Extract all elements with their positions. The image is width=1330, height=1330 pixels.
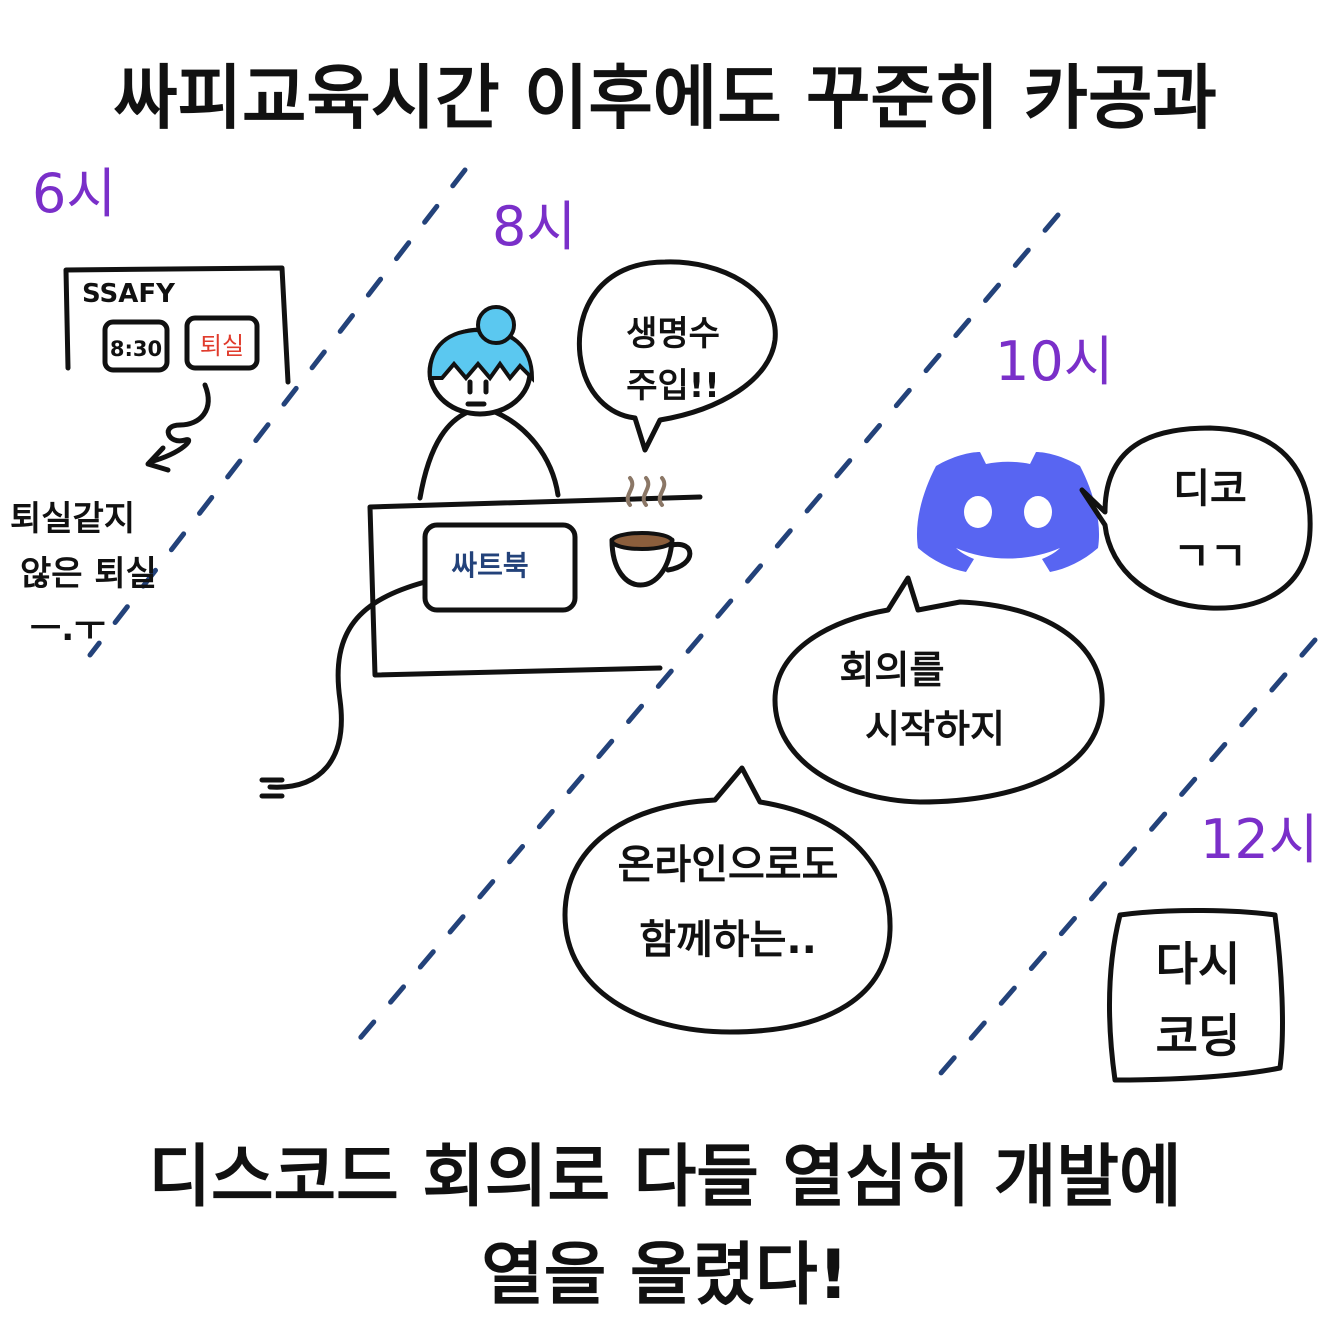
caption-line-2: 열을 올렸다! [481, 1236, 849, 1315]
meeting-bubble-line-2: 시작하지 [865, 707, 1005, 751]
student-character [417, 305, 561, 501]
desk [367, 494, 703, 678]
ssafy-leave-box [184, 315, 260, 371]
character-hair-bun [476, 305, 516, 345]
time-label-8: 8시 [492, 195, 576, 258]
leave-note-line-3: ㅡ.ㅜ [30, 609, 105, 649]
coffee-bubble-line-1: 생명수 [626, 314, 720, 354]
laptop: 싸트북 [259, 522, 578, 799]
discord-icon [916, 452, 1100, 572]
ssafy-board: SSAFY 8:30 퇴실 [63, 265, 291, 385]
arrow-icon [145, 382, 211, 473]
online-speech-bubble: 온라인으로도 함께하는.. [562, 765, 893, 1035]
discord-bubble-line-2: ㄱㄱ [1173, 534, 1247, 580]
laptop-label: 싸트북 [451, 549, 528, 582]
time-divider-1 [87, 167, 468, 658]
leave-note-line-2: 않은 퇴실 [20, 554, 157, 594]
recode-line-1: 다시 [1156, 937, 1241, 991]
ssafy-label: SSAFY [82, 279, 176, 309]
meeting-bubble-line-1: 회의를 [840, 648, 945, 692]
caption-line-1: 디스코드 회의로 다들 열심히 개발에 [148, 1138, 1181, 1217]
meeting-speech-bubble: 회의를 시작하지 [772, 575, 1105, 805]
online-bubble-line-1: 온라인으로도 [618, 842, 839, 888]
time-divider-2 [347, 212, 1061, 1053]
recode-line-2: 코딩 [1156, 1009, 1241, 1063]
coffee-cup-icon [609, 476, 693, 588]
ssafy-leave: 퇴실 [200, 332, 244, 360]
ssafy-time-box [102, 319, 170, 373]
time-divider-3 [932, 637, 1318, 1083]
discord-bubble-line-1: 디코 [1173, 466, 1247, 512]
coffee-speech-bubble: 생명수 주입!! [576, 259, 778, 453]
time-label-6: 6시 [32, 162, 116, 225]
online-bubble-line-2: 함께하는.. [639, 917, 817, 963]
discord-speech-bubble: 디코 ㄱㄱ [1079, 425, 1313, 611]
leave-note: 퇴실같지 않은 퇴실 ㅡ.ㅜ [10, 499, 157, 649]
coffee-bubble-line-2: 주입!! [626, 366, 720, 406]
time-label-12: 12시 [1200, 808, 1318, 871]
recode-note: 다시 코딩 [1107, 907, 1285, 1083]
time-label-10: 10시 [995, 330, 1113, 393]
ssafy-time: 8:30 [110, 337, 162, 361]
leave-note-line-1: 퇴실같지 [10, 499, 135, 539]
page-heading: 싸피교육시간 이후에도 꾸준히 카공과 [113, 57, 1217, 139]
